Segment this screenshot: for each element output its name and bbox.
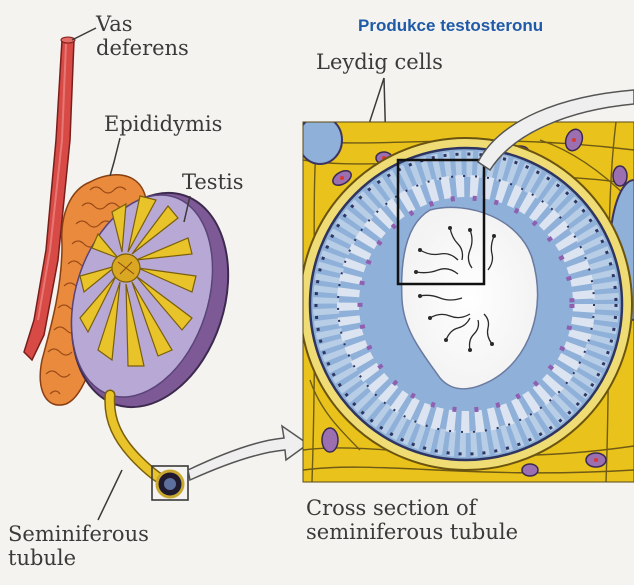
label-seminiferous-tubule: Seminiferous tubule [8, 522, 149, 570]
label-cross-line2: seminiferous tubule [306, 520, 518, 544]
banner-title: Produkce testosteronu [358, 16, 543, 36]
label-vas-line1: Vas [96, 12, 189, 36]
label-seminiferous-line2: tubule [8, 546, 149, 570]
label-leydig-cells: Leydig cells [316, 50, 443, 74]
label-cross-line1: Cross section of [306, 496, 518, 520]
label-vas-line2: deferens [96, 36, 189, 60]
tubule-tail [110, 395, 188, 500]
label-seminiferous-line1: Seminiferous [8, 522, 149, 546]
label-epididymis: Epididymis [104, 112, 222, 136]
label-testis: Testis [182, 170, 244, 194]
label-cross-section: Cross section of seminiferous tubule [306, 496, 518, 544]
label-vas-deferens: Vas deferens [96, 12, 189, 60]
cross-section [298, 116, 634, 482]
arrow-icon [188, 426, 308, 480]
